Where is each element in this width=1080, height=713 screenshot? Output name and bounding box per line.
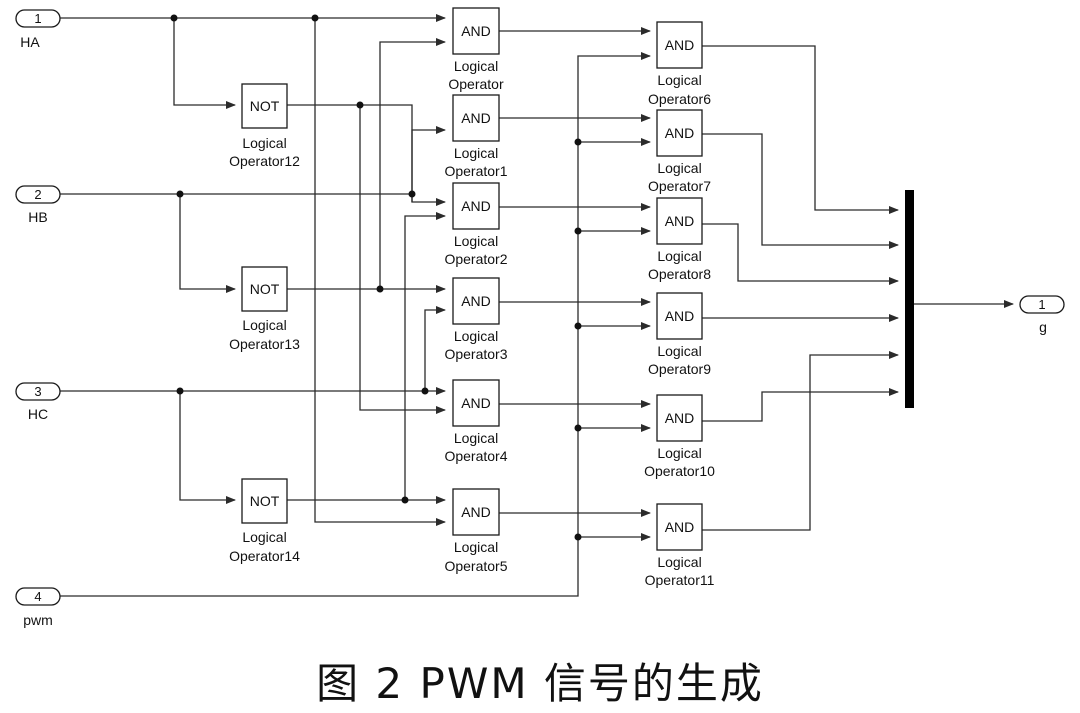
inport-number: 4 [34,589,41,604]
block-label-line1: Logical [657,248,701,264]
block-label-line1: Logical [657,160,701,176]
block-label-line2: Operator14 [229,548,300,564]
and-block-operator7[interactable]: AND Logical Operator7 [648,109,711,194]
inport-name: HC [28,406,48,422]
outport-g[interactable]: 1 g [1019,295,1065,335]
block-type: AND [461,198,491,214]
block-type: AND [665,519,695,535]
block-label-line2: Operator13 [229,336,300,352]
block-label-line2: Operator [448,76,504,92]
block-label-line2: Operator12 [229,153,300,169]
inport-number: 3 [34,384,41,399]
inport-hb[interactable]: 2 HB [15,185,61,225]
block-label-line2: Operator11 [645,572,715,588]
block-label-line1: Logical [657,445,701,461]
block-type: NOT [250,98,280,114]
not-block-operator13[interactable]: NOT Logical Operator13 [229,266,300,352]
block-type: AND [461,395,491,411]
block-label-line2: Operator10 [644,463,715,479]
inport-name: HB [28,209,47,225]
block-label-line1: Logical [657,554,701,570]
block-label-line1: Logical [454,58,498,74]
block-type: AND [665,125,695,141]
block-label-line1: Logical [657,343,701,359]
junction-dots [170,14,582,541]
block-label-line2: Operator8 [648,266,711,282]
block-label-line2: Operator9 [648,361,711,377]
block-label-line2: Operator7 [648,178,711,194]
block-label-line1: Logical [454,233,498,249]
block-type: AND [665,308,695,324]
figure-caption: 图 2 PWM 信号的生成 [316,659,764,708]
and-block-operator9[interactable]: AND Logical Operator9 [648,292,711,377]
and-block-operator11[interactable]: AND Logical Operator11 [645,503,715,588]
block-label-line2: Operator3 [444,346,507,362]
block-label-line1: Logical [454,539,498,555]
and-block-operator5[interactable]: AND Logical Operator5 [444,488,508,574]
and-block-operator1[interactable]: AND Logical Operator1 [444,94,508,179]
inport-hc[interactable]: 3 HC [15,382,61,422]
inport-number: 2 [34,187,41,202]
block-type: AND [461,23,491,39]
block-label-line2: Operator2 [444,251,507,267]
outport-name: g [1039,319,1047,335]
and-block-operator[interactable]: AND Logical Operator [448,7,504,92]
block-label-line1: Logical [454,430,498,446]
inport-number: 1 [34,11,41,26]
and-block-operator2[interactable]: AND Logical Operator2 [444,182,508,267]
block-type: AND [461,110,491,126]
block-label-line1: Logical [242,529,286,545]
block-label-line1: Logical [242,135,286,151]
block-type: AND [665,410,695,426]
inport-pwm[interactable]: 4 pwm [15,587,61,628]
block-type: AND [461,293,491,309]
block-label-line1: Logical [454,145,498,161]
and-block-operator4[interactable]: AND Logical Operator4 [444,379,508,464]
and-block-operator6[interactable]: AND Logical Operator6 [648,21,711,107]
block-label-line2: Operator5 [444,558,507,574]
wires [60,14,1014,597]
inport-ha[interactable]: 1 HA [15,9,61,50]
and-block-operator10[interactable]: AND Logical Operator10 [644,394,715,479]
block-type: NOT [250,281,280,297]
mux-block[interactable] [905,190,914,408]
outport-number: 1 [1038,297,1045,312]
block-label-line1: Logical [657,72,701,88]
not-block-operator12[interactable]: NOT Logical Operator12 [229,83,300,169]
block-label-line1: Logical [454,328,498,344]
block-label-line1: Logical [242,317,286,333]
block-label-line2: Operator6 [648,91,711,107]
block-type: AND [665,37,695,53]
not-block-operator14[interactable]: NOT Logical Operator14 [229,478,300,564]
inport-name: HA [20,34,40,50]
block-label-line2: Operator4 [444,448,507,464]
block-type: AND [665,213,695,229]
and-block-operator3[interactable]: AND Logical Operator3 [444,277,508,362]
block-type: AND [461,504,491,520]
inport-name: pwm [23,612,53,628]
block-type: NOT [250,493,280,509]
block-label-line2: Operator1 [444,163,507,179]
and-block-operator8[interactable]: AND Logical Operator8 [648,197,711,282]
